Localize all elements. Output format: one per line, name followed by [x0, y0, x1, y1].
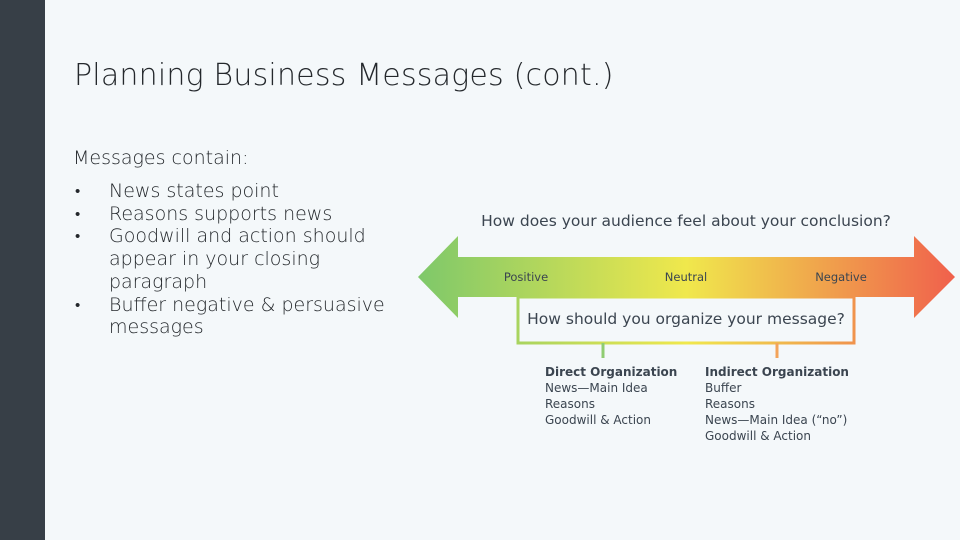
bullet-text: Reasons supports news: [109, 202, 333, 225]
direct-line-item: Goodwill & Action: [545, 413, 651, 427]
bullet-dot-icon: •: [75, 295, 81, 314]
organize-question: How should you organize your message?: [527, 310, 845, 328]
indirect-line-item: Goodwill & Action: [705, 429, 811, 443]
intro-text: Messages contain:: [73, 147, 249, 169]
scale-label-negative: Negative: [815, 270, 867, 284]
bullet-item: • Goodwill and action should appear in yo…: [73, 225, 418, 293]
direct-line-item: Reasons: [545, 397, 595, 411]
direct-line-item: News—Main Idea: [545, 381, 648, 395]
bullet-dot-icon: •: [75, 182, 81, 200]
organize-question-box: [516, 295, 856, 345]
bullet-text: Goodwill and action should appear in you…: [109, 225, 366, 293]
scale-label-positive: Positive: [504, 270, 548, 284]
bullet-item: • News states point: [73, 180, 418, 203]
bullet-text: Buffer negative & persuasive messages: [109, 293, 385, 339]
bullet-item: • Buffer negative & persuasive messages: [73, 294, 418, 339]
slide-title: Planning Business Messages (cont.): [74, 58, 614, 93]
bullet-text: News states point: [109, 180, 279, 202]
bullet-list: • News states point • Reasons supports new…: [73, 180, 418, 339]
bullet-dot-icon: •: [75, 227, 81, 246]
indirect-line-item: News—Main Idea (“no”): [705, 413, 847, 427]
indirect-line-item: Reasons: [705, 397, 755, 411]
bullet-dot-icon: •: [75, 204, 81, 223]
scale-label-neutral: Neutral: [665, 270, 707, 284]
audience-feel-question: How does your audience feel about your c…: [481, 212, 891, 230]
left-sidebar-bar: [0, 0, 45, 540]
bullet-item: • Reasons supports news: [73, 203, 418, 226]
direct-organization-heading: Direct Organization: [545, 365, 677, 379]
indirect-organization-heading: Indirect Organization: [705, 365, 849, 379]
feeling-scale-arrow: [418, 236, 955, 318]
indirect-line-item: Buffer: [705, 381, 741, 395]
